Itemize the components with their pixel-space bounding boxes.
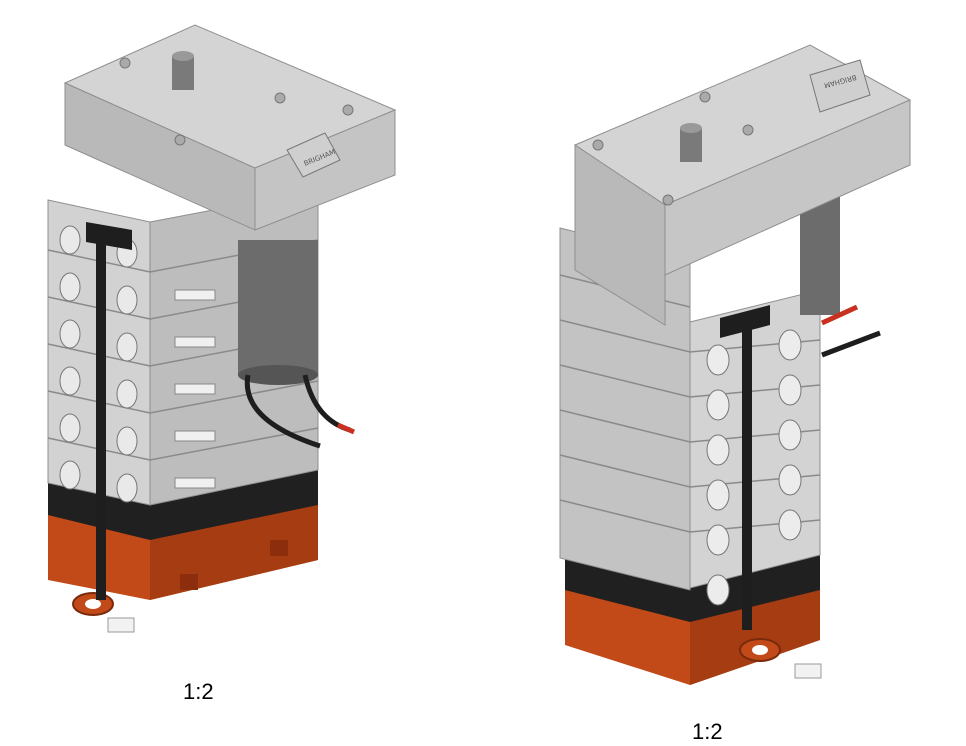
left-motor: [238, 240, 356, 449]
left-view-assembly: BRIGHAM: [47, 24, 397, 633]
right-view-assembly: BRIGHAM: [559, 44, 912, 685]
left-black-band: [48, 470, 318, 540]
left-badge: BRIGHAM: [286, 132, 341, 178]
left-gearbox: BRIGHAM: [63, 24, 397, 231]
scale-label-right: 1:2: [692, 719, 723, 744]
right-gearbox: BRIGHAM: [573, 44, 912, 326]
right-black-strap: [720, 305, 770, 630]
right-module-stack: [559, 227, 821, 606]
left-base: [48, 500, 318, 633]
right-badge: BRIGHAM: [809, 59, 871, 113]
right-motor: [800, 195, 881, 358]
left-black-strap: [86, 222, 132, 600]
scale-label-left: 1:2: [183, 679, 214, 704]
